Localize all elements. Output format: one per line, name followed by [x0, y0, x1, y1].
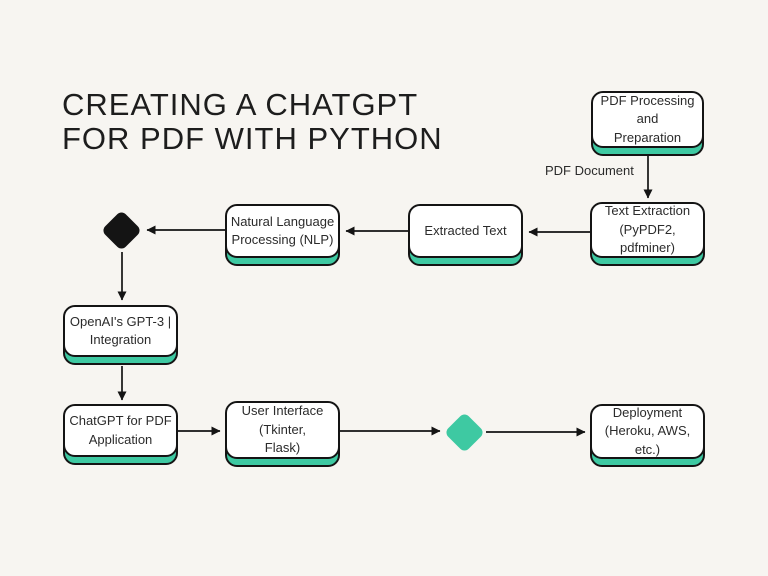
node-label: Deployment (Heroku, AWS, etc.)	[604, 404, 691, 457]
node-face: Extracted Text	[408, 204, 523, 258]
node-label: Text Extraction (PyPDF2, pdfminer)	[604, 203, 691, 256]
node-openai-gpt3: OpenAI's GPT-3 | Integration	[63, 305, 178, 365]
decision-diamond-black	[100, 209, 143, 252]
node-label: User Interface (Tkinter, Flask)	[241, 403, 324, 456]
node-face: User Interface (Tkinter, Flask)	[225, 401, 340, 459]
node-chatgpt-for-pdf: ChatGPT for PDF Application	[63, 404, 178, 465]
node-face: PDF Processing and Preparation	[591, 91, 704, 148]
node-label: ChatGPT for PDF Application	[69, 413, 172, 447]
edge-label-pdf-document: PDF Document	[545, 163, 634, 178]
node-label: OpenAI's GPT-3 | Integration	[69, 313, 172, 347]
node-label: Natural Language Processing (NLP)	[230, 213, 335, 247]
node-user-interface: User Interface (Tkinter, Flask)	[225, 401, 340, 467]
node-face: Natural Language Processing (NLP)	[225, 204, 340, 258]
node-face: Deployment (Heroku, AWS, etc.)	[590, 404, 705, 459]
node-pdf-processing: PDF Processing and Preparation	[591, 91, 704, 156]
node-label: Extracted Text	[424, 222, 507, 238]
node-label: PDF Processing and Preparation	[600, 92, 695, 145]
node-face: OpenAI's GPT-3 | Integration	[63, 305, 178, 357]
node-face: Text Extraction (PyPDF2, pdfminer)	[590, 202, 705, 258]
node-face: ChatGPT for PDF Application	[63, 404, 178, 457]
node-extracted-text: Extracted Text	[408, 204, 523, 266]
node-text-extraction: Text Extraction (PyPDF2, pdfminer)	[590, 202, 705, 266]
connector-diamond-teal	[443, 411, 486, 454]
node-deployment: Deployment (Heroku, AWS, etc.)	[590, 404, 705, 467]
page-title: CREATING A CHATGPT FOR PDF WITH PYTHON	[62, 87, 443, 156]
node-nlp: Natural Language Processing (NLP)	[225, 204, 340, 266]
